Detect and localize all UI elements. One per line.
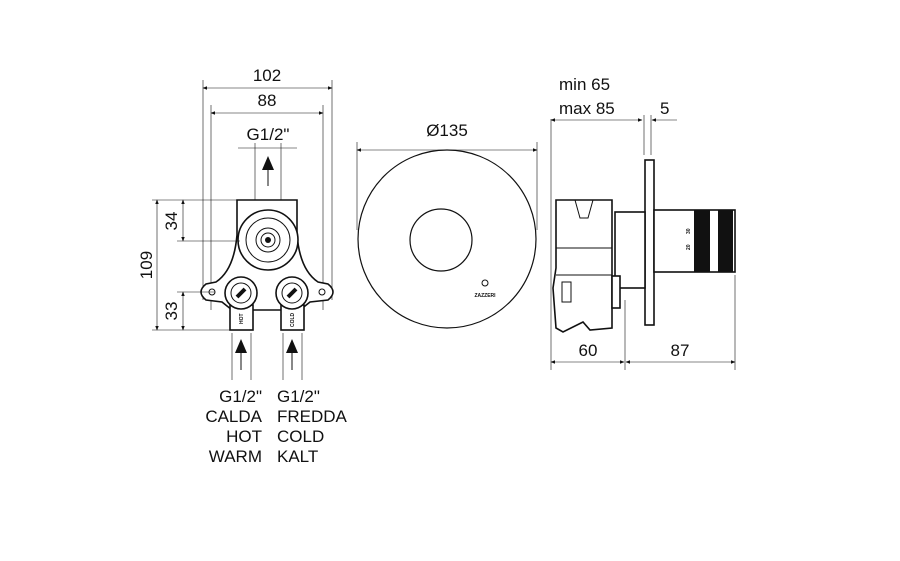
inlet-hot-size: G1/2": [219, 387, 262, 406]
inlet-hot-de: WARM: [209, 447, 262, 466]
inlet-cold-it: FREDDA: [277, 407, 348, 426]
dim-lower: 33: [162, 302, 181, 321]
inlet-hot-arrow-icon: [235, 339, 247, 370]
dim-body: 60: [579, 341, 598, 360]
dim-width-inner: 88: [258, 91, 277, 110]
scale-mark-20: 20: [686, 244, 692, 250]
flow-arrow-up-icon: [262, 156, 274, 186]
dim-min: min 65: [559, 75, 610, 94]
front-view: 102 88 G1/2" HOT COLD: [137, 66, 348, 466]
side-view: min 65 max 85 5 20 30 60 87: [550, 75, 736, 370]
scale-mark-30: 30: [686, 228, 692, 234]
brand-logo: ZAZZERI: [474, 293, 496, 299]
inlet-cold-size: G1/2": [277, 387, 320, 406]
hot-tag: HOT: [239, 313, 245, 324]
brand-logo-icon: [481, 279, 489, 287]
dim-upper: 34: [162, 212, 181, 231]
inlet-cold-arrow-icon: [286, 339, 298, 370]
inlet-cold-en: COLD: [277, 427, 324, 446]
inlet-hot-it: CALDA: [205, 407, 262, 426]
dim-plate: 5: [660, 99, 669, 118]
dim-height: 109: [137, 251, 156, 279]
inlet-hot-en: HOT: [226, 427, 262, 446]
dim-diameter: Ø135: [426, 121, 468, 140]
plate-view: Ø135 ZAZZERI: [356, 121, 538, 329]
dim-max: max 85: [559, 99, 615, 118]
dim-width-outer: 102: [253, 66, 281, 85]
dim-outlet: G1/2": [247, 125, 290, 144]
cold-tag: COLD: [290, 312, 296, 327]
inlet-cold-de: KALT: [277, 447, 318, 466]
dim-handle: 87: [671, 341, 690, 360]
